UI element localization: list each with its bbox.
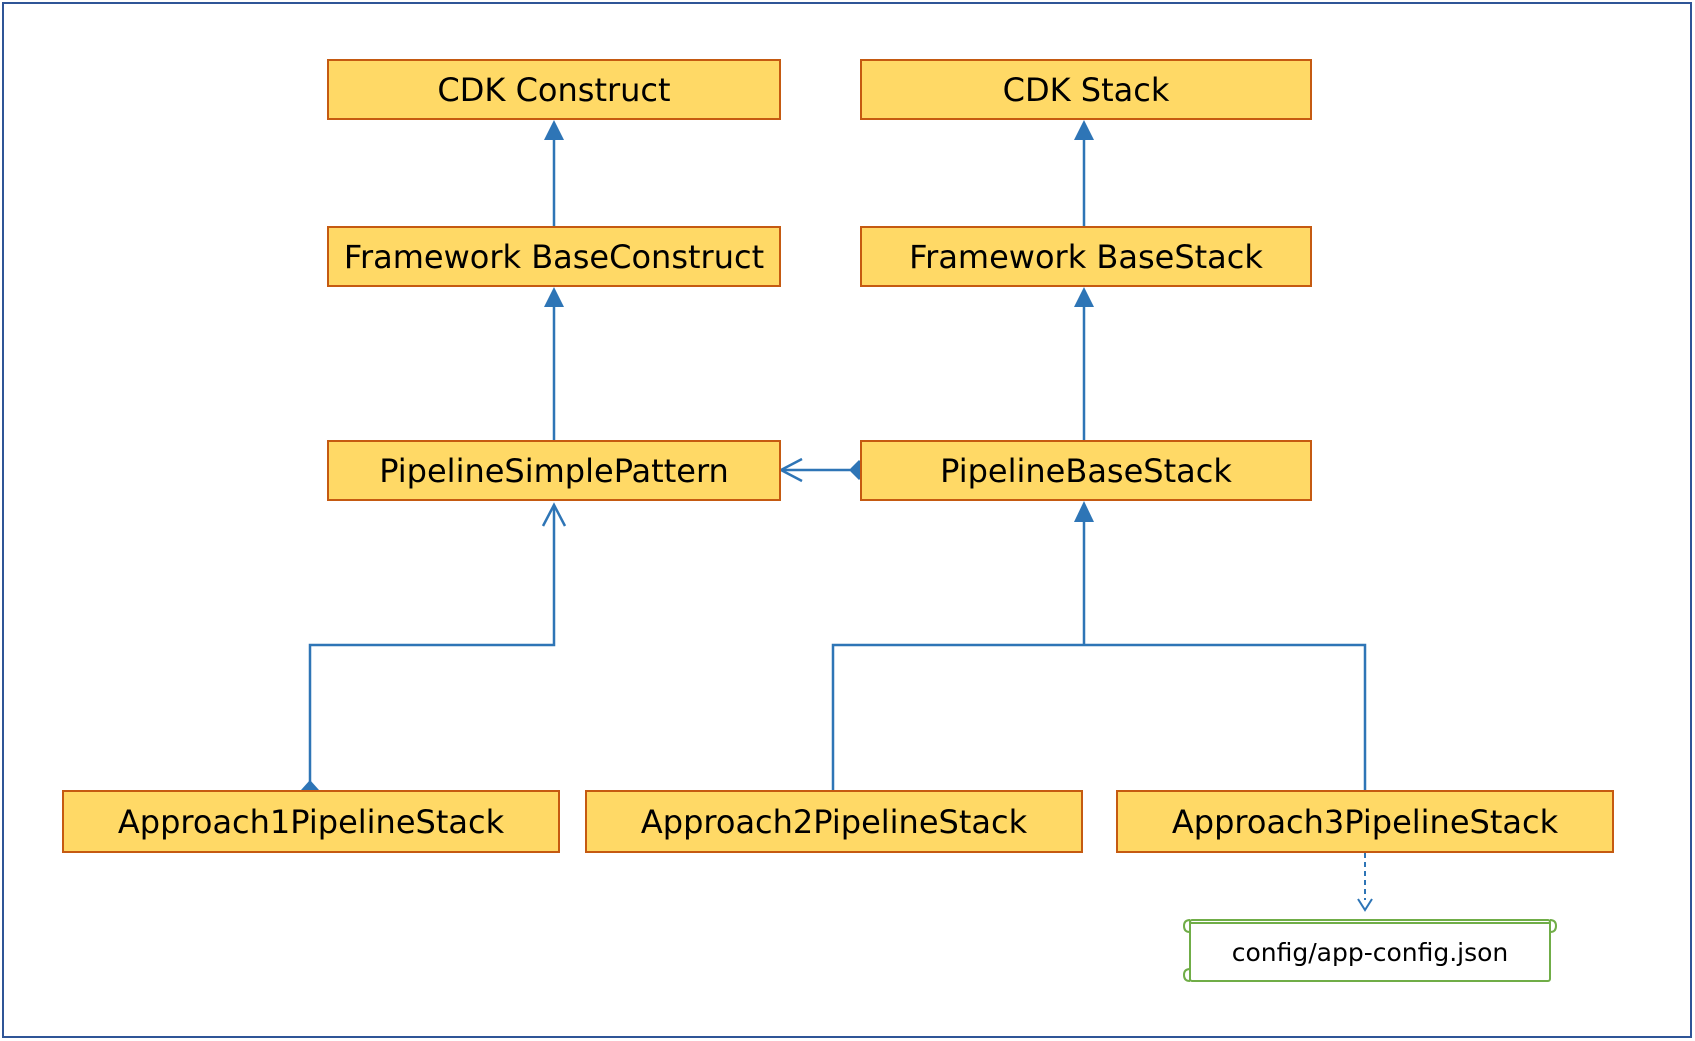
- edge-approach1-to-simplepattern: [308, 505, 556, 782]
- open-arrowhead: [541, 502, 567, 527]
- inheritance-arrowhead: [544, 287, 564, 307]
- approach1-pipeline-stack-node: Approach1PipelineStack: [62, 790, 560, 853]
- approach2-pipeline-stack-node: Approach2PipelineStack: [585, 790, 1083, 853]
- pipeline-simple-pattern-node: PipelineSimplePattern: [327, 440, 781, 501]
- inheritance-arrowhead: [1074, 287, 1094, 307]
- inheritance-arrowhead: [1074, 501, 1094, 522]
- config-file-scroll-icon: [1182, 919, 1558, 982]
- inheritance-arrowhead: [1074, 120, 1094, 140]
- open-arrowhead: [778, 457, 803, 483]
- open-arrowhead: [1357, 898, 1373, 912]
- inheritance-arrowhead: [544, 120, 564, 140]
- approach3-pipeline-stack-node: Approach3PipelineStack: [1116, 790, 1614, 853]
- cdk-stack-node: CDK Stack: [860, 59, 1312, 120]
- framework-base-stack-node: Framework BaseStack: [860, 226, 1312, 287]
- config-file-label: config/app-config.json: [1231, 937, 1509, 967]
- cdk-construct-node: CDK Construct: [327, 59, 781, 120]
- edge-approach2-to-pipelinebasestack: [831, 643, 1367, 790]
- framework-base-construct-node: Framework BaseConstruct: [327, 226, 781, 287]
- pipeline-base-stack-node: PipelineBaseStack: [860, 440, 1312, 501]
